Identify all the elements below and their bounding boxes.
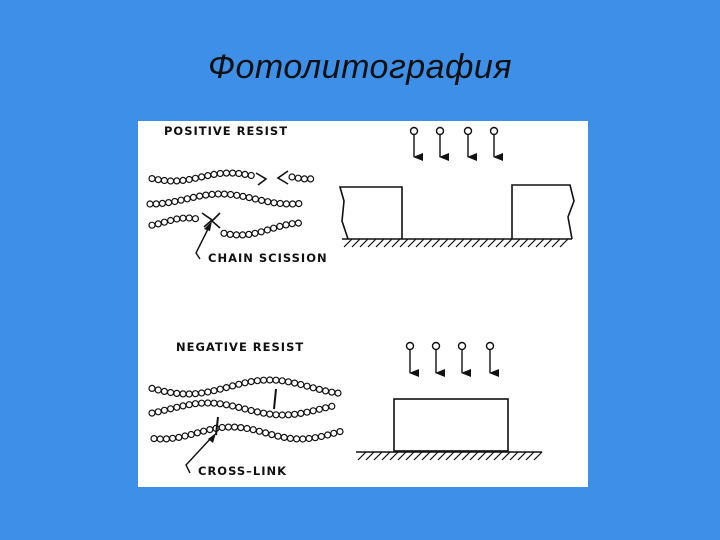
resist-blocks-positive [338,184,575,240]
exposure-arrow [435,126,449,161]
diagram-panel: POSITIVE RESIST CHAIN SCISSION [138,121,588,487]
cross-link-bond [215,416,219,436]
polymer-chain [146,190,303,208]
chain-scission-label: CHAIN SCISSION [208,251,328,265]
positive-resist-section: POSITIVE RESIST CHAIN SCISSION [146,124,575,265]
cross-link-label: CROSS–LINK [198,464,287,478]
resist-block-center [393,398,509,452]
scission-mark [255,172,268,186]
polymer-chain [150,423,344,443]
polymer-chain [148,169,255,185]
exposure-arrow [463,126,477,161]
exposure-arrows-positive [409,126,503,161]
resist-block-right [511,184,575,240]
negative-resist-section: NEGATIVE RESIST CROSS–LINK [148,340,543,478]
polymer-chain [148,214,200,229]
exposure-arrow [405,341,419,377]
polymer-chain [220,219,302,239]
exposure-arrow [431,341,445,377]
polymer-chains-negative [148,376,344,443]
exposure-arrow [457,341,471,377]
exposure-arrow [485,341,499,377]
exposure-arrows-negative [405,341,499,377]
substrate-positive [342,238,572,248]
scission-mark [210,212,221,229]
slide-title: Фотолитография [207,48,513,86]
chain-scission-pointer [195,221,212,260]
polymer-chain [288,173,315,183]
polymer-chain [148,376,342,398]
substrate-negative [356,451,543,461]
exposure-arrow [489,126,503,161]
exposure-arrow [409,126,423,161]
negative-resist-heading: NEGATIVE RESIST [176,340,304,354]
scission-mark [276,170,289,185]
resist-block-left [338,186,403,240]
polymer-chains-positive [146,169,315,239]
positive-resist-heading: POSITIVE RESIST [164,124,288,138]
cross-link-bond [273,388,277,410]
resist-diagram: POSITIVE RESIST CHAIN SCISSION [146,124,575,478]
cross-link-bonds [215,388,277,436]
polymer-chain [148,399,336,419]
cross-link-pointer [185,433,216,474]
